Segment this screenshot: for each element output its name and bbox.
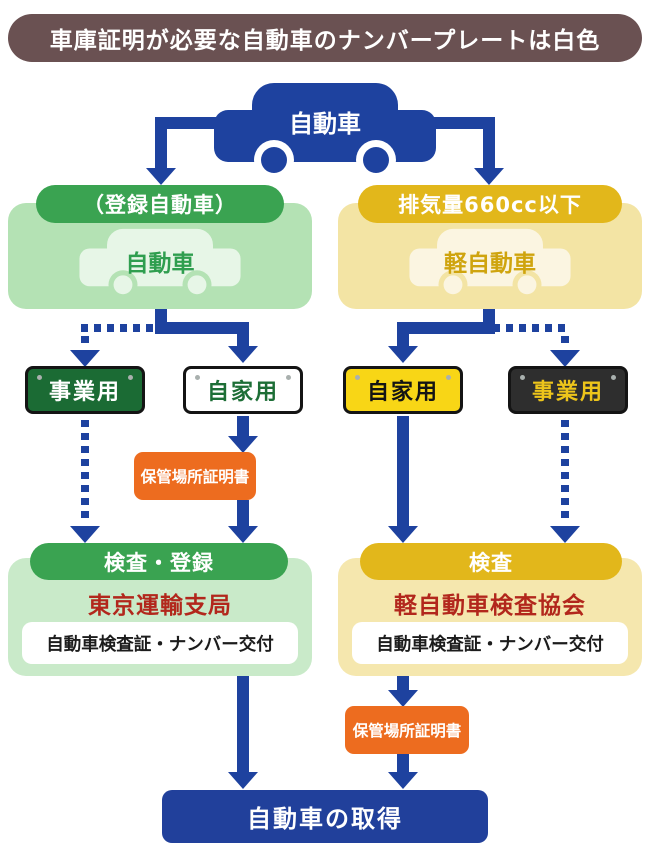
title-banner: 車庫証明が必要な自動車のナンバープレートは白色 bbox=[8, 14, 642, 62]
dotted-business-green-to-inspection bbox=[81, 420, 89, 524]
result-box: 自動車の取得 bbox=[162, 790, 488, 843]
dotted-business-green-drop bbox=[81, 336, 89, 348]
connector-certificate-to-inspection bbox=[237, 500, 249, 526]
registered-header-label: （登録自動車） bbox=[83, 193, 237, 217]
connector-top-left-vertical bbox=[155, 117, 167, 170]
kei-branch-header: 排気量660cc以下 bbox=[358, 185, 622, 223]
arrow-down-icon bbox=[388, 526, 418, 543]
arrow-down-icon bbox=[388, 690, 418, 707]
arrow-down-icon bbox=[228, 346, 258, 363]
page-title: 車庫証明が必要な自動車のナンバープレートは白色 bbox=[49, 28, 601, 54]
connector-top-horizontal bbox=[155, 117, 495, 129]
root-car-node: 自動車 bbox=[212, 80, 438, 180]
screw-icon bbox=[355, 375, 360, 380]
plate-label: 自家用 bbox=[206, 380, 279, 405]
screw-icon bbox=[446, 375, 451, 380]
connector-right-elbow bbox=[401, 322, 495, 334]
plate-label: 事業用 bbox=[48, 380, 121, 405]
inspection-right-header: 検査 bbox=[360, 543, 622, 580]
arrow-down-icon bbox=[550, 350, 580, 367]
certificate-label: 保管場所証明書 bbox=[352, 722, 462, 740]
arrow-down-icon bbox=[228, 436, 258, 453]
issue-label: 自動車検査証・ナンバー交付 bbox=[46, 634, 274, 655]
connector-private-white-drop bbox=[237, 322, 249, 348]
connector-left-elbow bbox=[155, 322, 249, 334]
arrow-down-icon bbox=[550, 526, 580, 543]
arrow-down-icon bbox=[146, 168, 176, 185]
plate-business-black: 事業用 bbox=[508, 366, 628, 414]
dotted-business-black-drop bbox=[561, 336, 569, 348]
inspection-left-header: 検査・登録 bbox=[30, 543, 288, 580]
registered-branch-header: （登録自動車） bbox=[36, 185, 284, 223]
arrow-down-icon bbox=[388, 772, 418, 789]
screw-icon bbox=[195, 375, 200, 380]
inspection-right-office: 軽自動車検査協会 bbox=[394, 593, 586, 619]
screw-icon bbox=[128, 375, 133, 380]
certificate-label: 保管場所証明書 bbox=[140, 468, 250, 486]
connector-yellow-to-inspection bbox=[397, 416, 409, 526]
screw-icon bbox=[286, 375, 291, 380]
dotted-business-black-to-inspection bbox=[561, 420, 569, 524]
arrow-down-icon bbox=[228, 526, 258, 543]
certificate-box-right: 保管場所証明書 bbox=[345, 706, 469, 754]
connector-left-to-result bbox=[237, 676, 249, 772]
plate-label: 自家用 bbox=[366, 380, 439, 405]
issue-label: 自動車検査証・ナンバー交付 bbox=[376, 634, 604, 655]
car-icon bbox=[214, 83, 436, 180]
kei-header-label: 排気量660cc以下 bbox=[398, 193, 582, 217]
screw-icon bbox=[611, 375, 616, 380]
plate-private-white: 自家用 bbox=[183, 366, 303, 414]
plate-label: 事業用 bbox=[531, 380, 604, 405]
dotted-left-horizontal bbox=[81, 324, 157, 332]
connector-private-yellow-drop bbox=[397, 322, 409, 348]
inspection-left-office: 東京運輸支局 bbox=[88, 593, 232, 619]
connector-white-to-certificate bbox=[237, 416, 249, 438]
result-label: 自動車の取得 bbox=[247, 805, 403, 833]
plate-private-yellow: 自家用 bbox=[343, 366, 463, 414]
inspection-right-header-label: 検査 bbox=[469, 550, 513, 575]
arrow-down-icon bbox=[388, 346, 418, 363]
certificate-box-left: 保管場所証明書 bbox=[134, 452, 256, 500]
connector-certificate-to-result bbox=[397, 754, 409, 774]
connector-top-right-vertical bbox=[483, 117, 495, 170]
dotted-right-horizontal bbox=[493, 324, 569, 332]
plate-business-green: 事業用 bbox=[25, 366, 145, 414]
arrow-down-icon bbox=[474, 168, 504, 185]
screw-icon bbox=[520, 375, 525, 380]
inspection-left-header-label: 検査・登録 bbox=[104, 550, 214, 575]
connector-right-to-certificate bbox=[397, 676, 409, 692]
arrow-down-icon bbox=[228, 772, 258, 789]
arrow-down-icon bbox=[70, 350, 100, 367]
arrow-down-icon bbox=[70, 526, 100, 543]
inspection-left-issue-box: 自動車検査証・ナンバー交付 bbox=[22, 622, 298, 664]
inspection-right-issue-box: 自動車検査証・ナンバー交付 bbox=[352, 622, 628, 664]
screw-icon bbox=[37, 375, 42, 380]
